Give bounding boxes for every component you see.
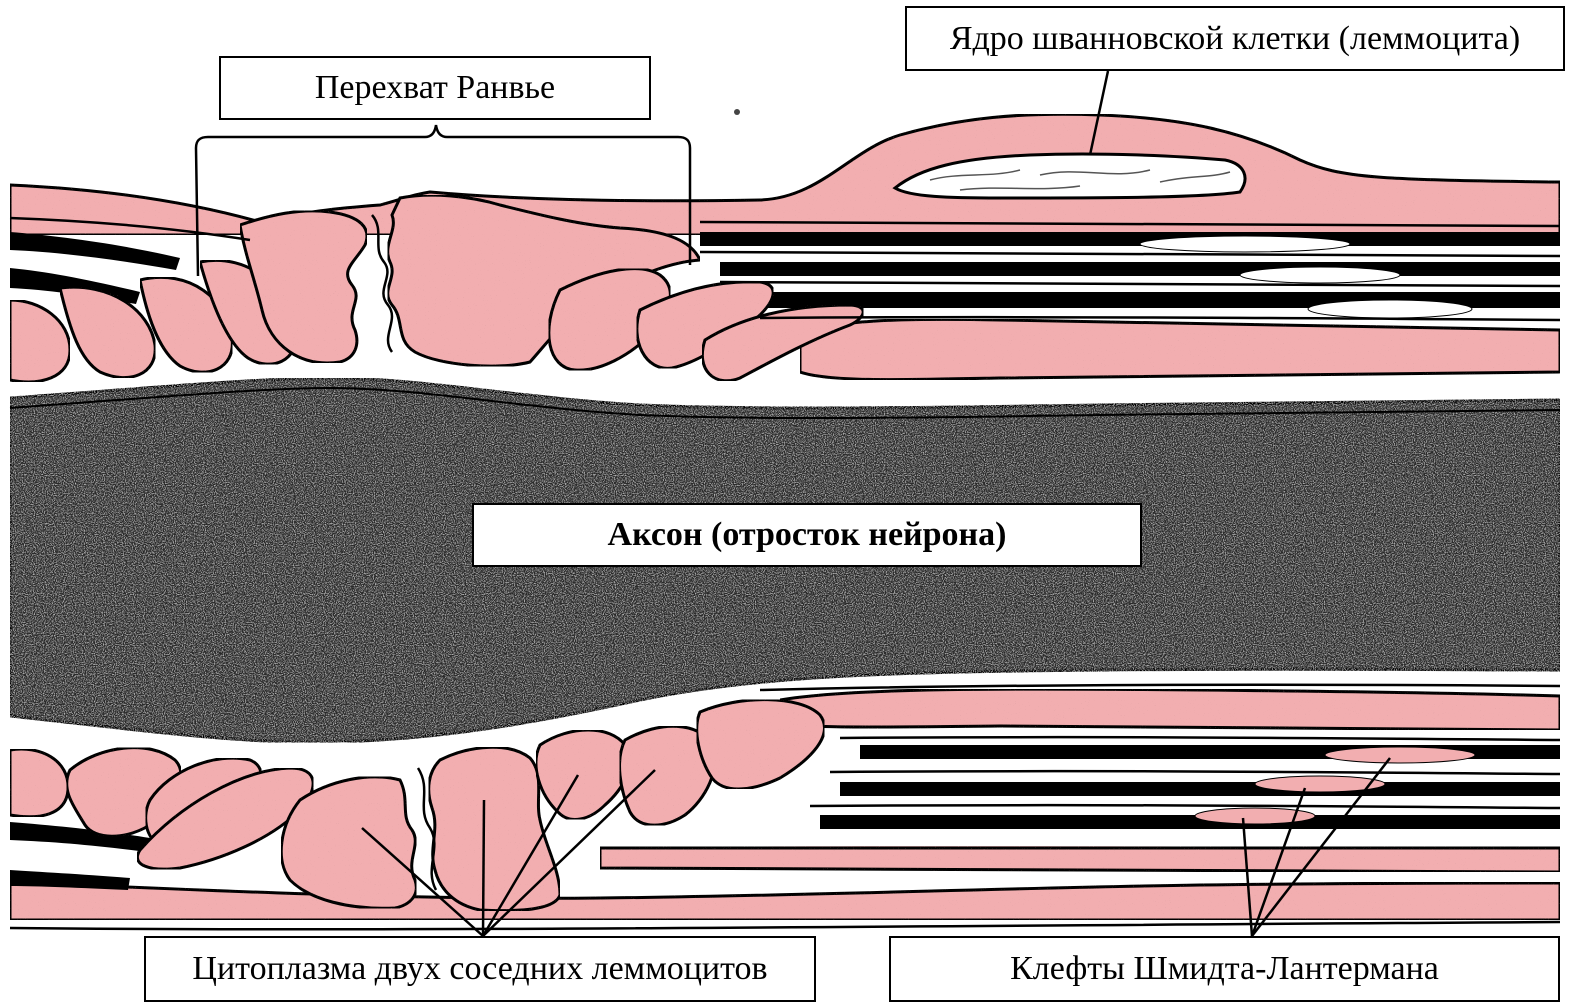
ranvier-node-label: Перехват Ранвье [219, 56, 651, 120]
schwann-nucleus-label: Ядро шванновской клетки (леммоцита) [905, 6, 1565, 71]
axon-label: Аксон (отросток нейрона) [472, 503, 1142, 567]
upper-inner-cytoplasm [800, 319, 1560, 379]
schmidt-lanterman-clefts-label: Клефты Шмидта-Лантермана [889, 936, 1560, 1002]
upper-outer-cytoplasm [10, 114, 1560, 235]
cytoplasm-label: Цитоплазма двух соседних леммоцитов [144, 936, 816, 1002]
upper-myelin-sheath [10, 114, 1560, 382]
cytoplasm-leader-2 [483, 800, 484, 936]
